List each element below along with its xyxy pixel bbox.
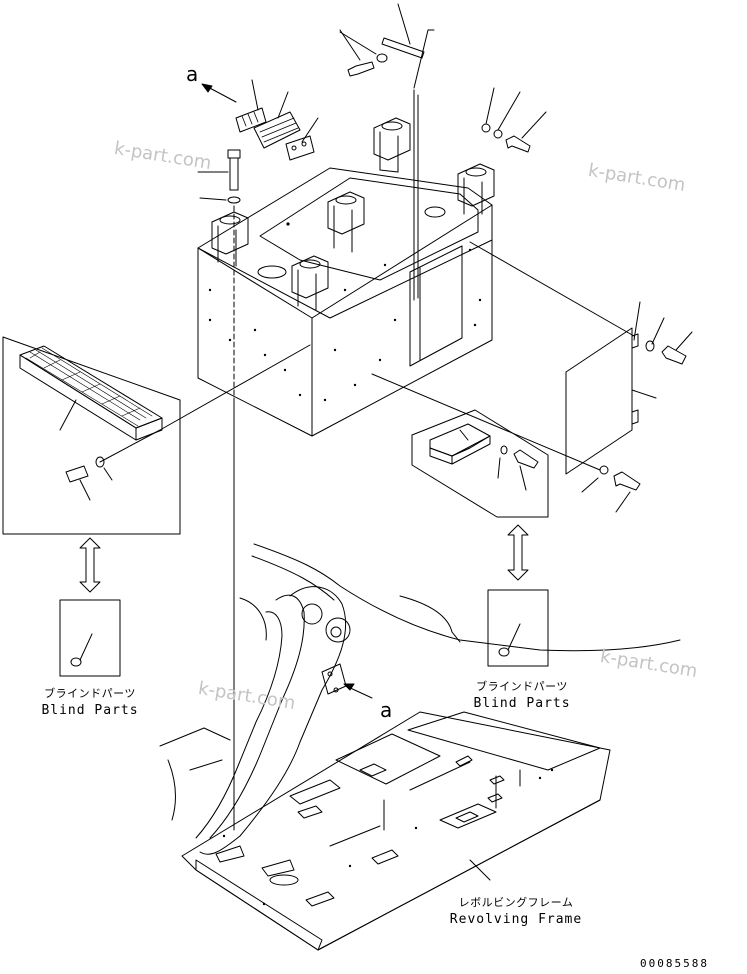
revolving-frame-en: Revolving Frame: [449, 912, 583, 927]
blind-parts-right-en: Blind Parts: [473, 696, 571, 711]
side-cover: [371, 241, 693, 513]
blind-parts-left-box: [59, 599, 121, 677]
revolving-frame: [159, 543, 681, 951]
battery-posts: [211, 117, 495, 311]
blind-parts-left-jp: ブラインドパーツ: [44, 687, 136, 700]
view-arrow-a-label: a: [380, 698, 393, 722]
battery-box: [197, 167, 493, 437]
step-assembly: [2, 336, 311, 535]
blind-parts-right-box: [487, 589, 549, 667]
blind-parts-left-en: Blind Parts: [41, 703, 139, 718]
top-hardware: [197, 3, 547, 301]
revolving-frame-jp: レボルビングフレーム: [458, 896, 574, 909]
view-arrow-a-label: a: [186, 62, 199, 86]
blind-parts-right-jp: ブラインドパーツ: [476, 680, 568, 693]
interchange-arrows: [79, 524, 529, 593]
bracket-assembly: [411, 409, 549, 518]
document-number: 00085588: [640, 957, 709, 970]
